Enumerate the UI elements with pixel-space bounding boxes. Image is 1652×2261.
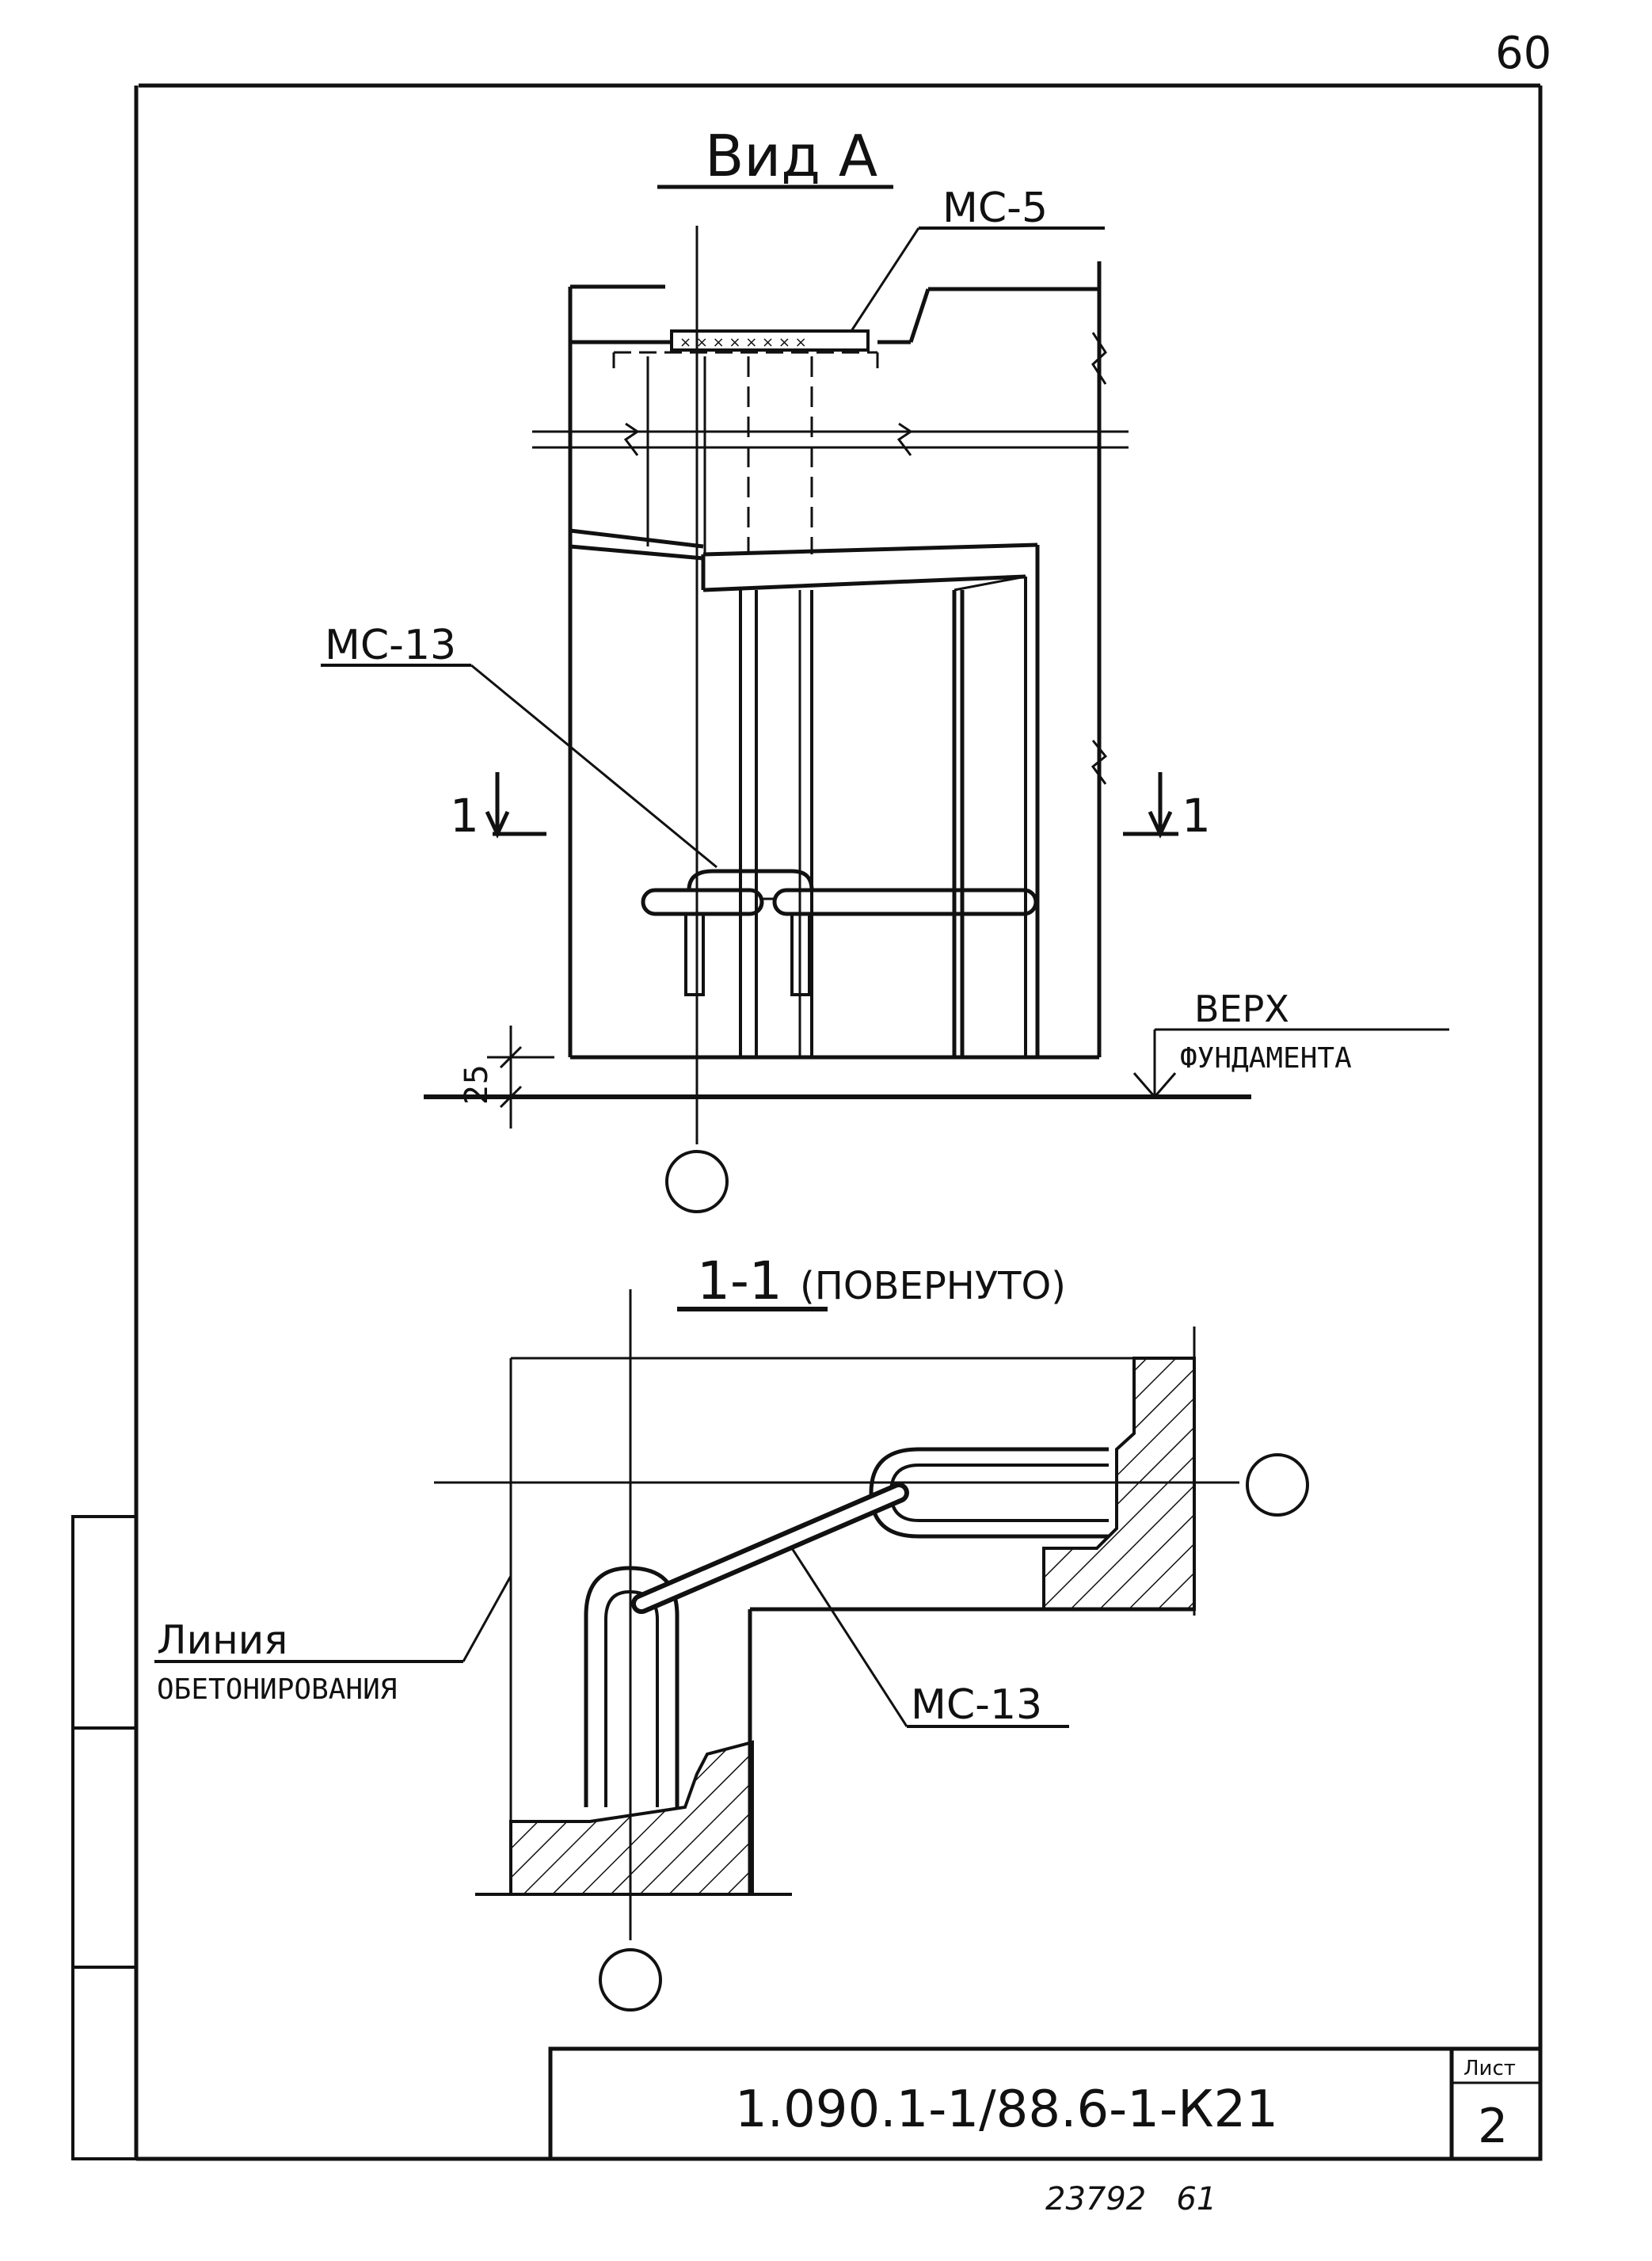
concreting-line-1: Линия bbox=[157, 1617, 287, 1663]
section-mark-right: 1 bbox=[1182, 789, 1211, 843]
sheet-label: Лист bbox=[1464, 2057, 1516, 2080]
binding-strip bbox=[71, 1515, 138, 2160]
concrete-left bbox=[509, 1740, 754, 1896]
svg-text:× × × × × × × ×: × × × × × × × × bbox=[679, 334, 807, 351]
label-mc13-view-a: МС-13 bbox=[325, 622, 456, 669]
document-code: 1.090.1-1/88.6-1-К21 bbox=[735, 2080, 1278, 2139]
dimension-25: 25 bbox=[459, 1064, 495, 1105]
concrete-right bbox=[1042, 1357, 1196, 1611]
footer-note: 23792 61 bbox=[1045, 2181, 1216, 2217]
view-a-title: Вид А bbox=[705, 123, 877, 189]
section-1-1 bbox=[154, 1289, 1309, 2012]
axis-bubble-bottom bbox=[599, 1948, 662, 2012]
bar-mc13-left bbox=[641, 888, 764, 916]
page-number: 60 bbox=[1495, 28, 1551, 79]
bar-mc13-right bbox=[772, 888, 1038, 916]
label-mc5: МС-5 bbox=[942, 185, 1048, 232]
concreting-line-2: обетонирования bbox=[157, 1673, 397, 1706]
sheet-number: 2 bbox=[1478, 2099, 1508, 2154]
axis-bubble-view-a bbox=[665, 1150, 729, 1213]
section-mark-left: 1 bbox=[450, 789, 479, 843]
title-block bbox=[548, 2046, 1543, 2161]
foundation-top-line1: Верх bbox=[1194, 988, 1289, 1030]
section-title-number: 1-1 bbox=[697, 1250, 782, 1311]
axis-bubble-right bbox=[1246, 1453, 1309, 1517]
sheet-frame bbox=[134, 83, 1543, 2161]
label-mc13-section: МС-13 bbox=[911, 1681, 1042, 1729]
section-title-note: (повернуто) bbox=[800, 1264, 1066, 1308]
plate-mc5 bbox=[670, 329, 870, 352]
u-bar-right bbox=[869, 1447, 1109, 1539]
view-a: × × × × × × × × bbox=[321, 185, 1449, 1213]
foundation-top-line2: фундамента bbox=[1180, 1042, 1352, 1075]
